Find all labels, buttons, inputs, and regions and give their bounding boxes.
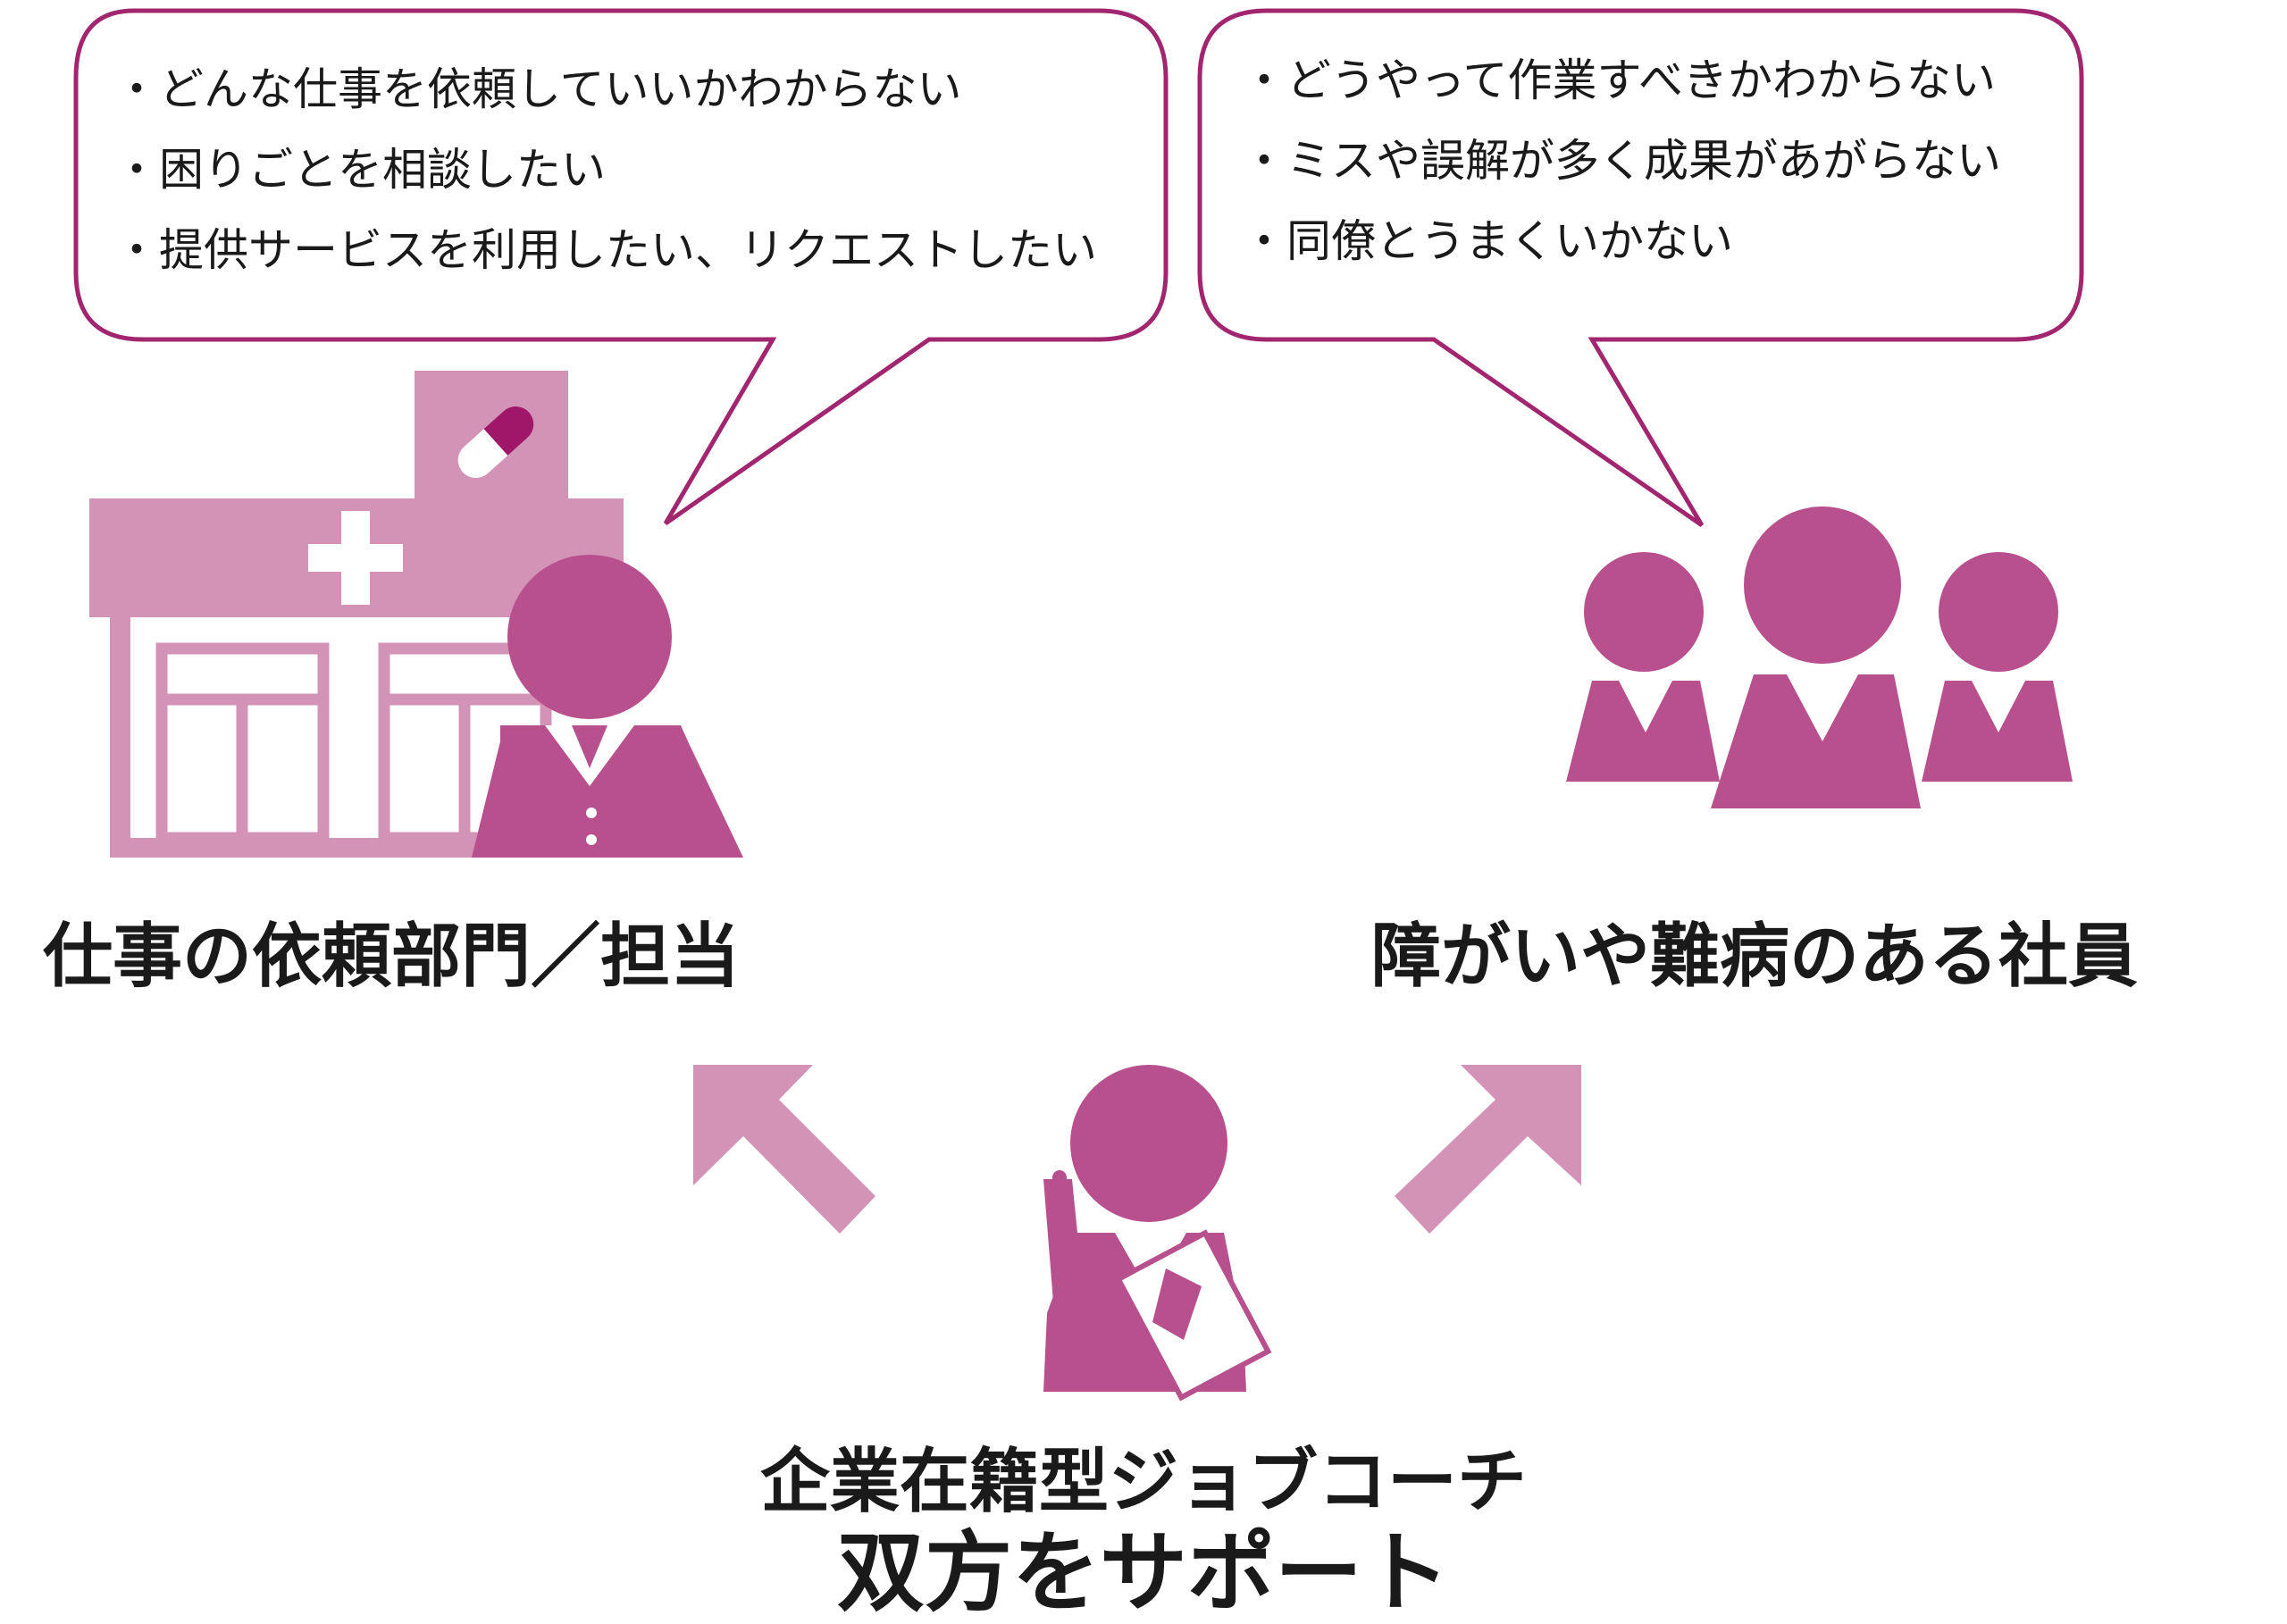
capsule-icon xyxy=(457,406,534,479)
employees-label: 障がいや難病のある社員 xyxy=(1371,917,2139,997)
job-coach-icon xyxy=(1043,1065,1272,1402)
staff-person-icon xyxy=(472,555,743,858)
requesting-department-label: 仕事の依頼部門／担当 xyxy=(43,917,741,997)
left-bubble-item: どんな仕事を依頼していいかわからない xyxy=(114,49,1097,130)
support-both-caption: 双方をサポート xyxy=(836,1522,1450,1624)
left-bubble-item: 困りごとを相談したい xyxy=(114,130,1097,210)
right-bubble-list: どうやって作業すべきかわからない ミスや誤解が多く成果があがらない 同僚とうまく… xyxy=(1242,40,2001,281)
employee-group-icon xyxy=(1566,506,2073,808)
arrow-up-left-icon xyxy=(693,1065,875,1234)
right-bubble-item: どうやって作業すべきかわからない xyxy=(1242,40,2001,121)
right-bubble-item: ミスや誤解が多く成果があがらない xyxy=(1242,121,2001,201)
left-bubble-list: どんな仕事を依頼していいかわからない 困りごとを相談したい 提供サービスを利用し… xyxy=(114,49,1097,290)
right-bubble-item: 同僚とうまくいかない xyxy=(1242,201,2001,281)
left-bubble-item: 提供サービスを利用したい、リクエストしたい xyxy=(114,210,1097,290)
job-coach-caption: 企業在籍型ジョブコーチ xyxy=(759,1442,1527,1522)
arrow-up-right-icon xyxy=(1395,1065,1581,1234)
